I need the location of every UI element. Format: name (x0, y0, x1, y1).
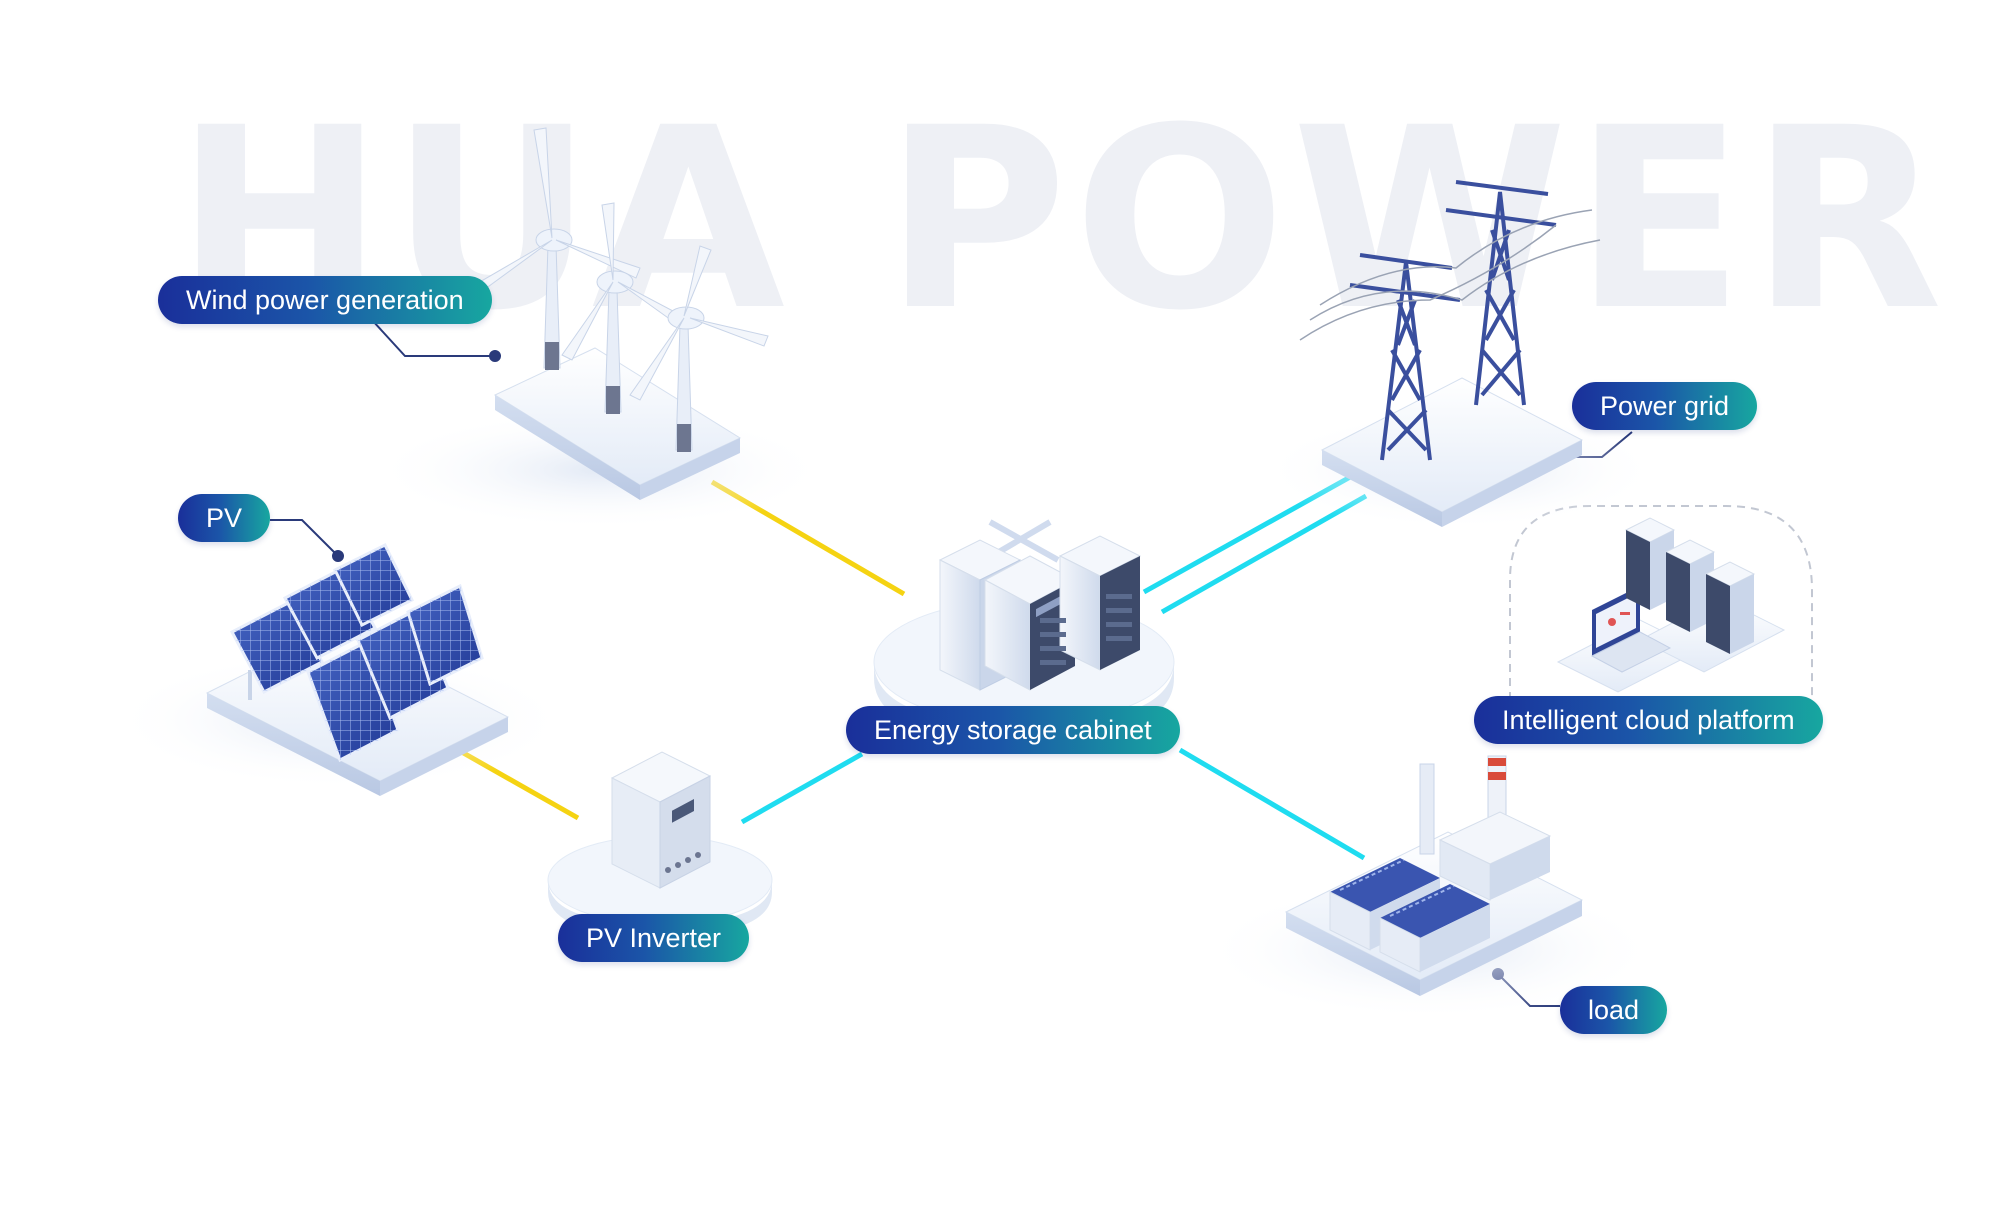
solar-panel-icon (229, 542, 415, 700)
factory-icon (1329, 755, 1552, 973)
server-rack-icon (1704, 561, 1756, 654)
label-energy-storage[interactable]: Energy storage cabinet (846, 706, 1180, 754)
cloud-platform (1556, 517, 1786, 693)
storage-station (873, 519, 1175, 740)
server-rack-icon (1624, 517, 1676, 610)
factory (1200, 755, 1660, 1020)
server-rack-icon (1664, 539, 1716, 632)
label-power-grid[interactable]: Power grid (1572, 382, 1758, 430)
inverter-icon (610, 751, 712, 889)
power-cables (1299, 209, 1601, 341)
wind-turbine-icon (561, 202, 691, 414)
wind-turbine-icon (629, 245, 769, 452)
server-rack-icon (1058, 535, 1142, 671)
label-pv-inverter[interactable]: PV Inverter (558, 914, 750, 962)
storage-to-load-line (1178, 747, 1366, 861)
label-pv[interactable]: PV (178, 494, 271, 542)
label-cloud-platform[interactable]: Intelligent cloud platform (1474, 696, 1823, 744)
wind-farm (370, 127, 830, 530)
wind-turbine-icon (465, 127, 641, 370)
label-load[interactable]: load (1560, 986, 1668, 1034)
inverter-station (547, 751, 773, 936)
power-grid (1260, 180, 1660, 530)
inverter-to-storage-line (740, 751, 864, 825)
solar-field (110, 542, 570, 796)
label-wind-power[interactable]: Wind power generation (158, 276, 492, 324)
transmission-tower-icon (1349, 253, 1461, 461)
wind-leader (371, 319, 495, 357)
transmission-tower-icon (1445, 180, 1557, 406)
pv-leader (270, 519, 339, 557)
solar-panel-icon (306, 583, 484, 763)
laptop-icon (1590, 586, 1672, 673)
cloud-platform-region (1509, 505, 1813, 700)
